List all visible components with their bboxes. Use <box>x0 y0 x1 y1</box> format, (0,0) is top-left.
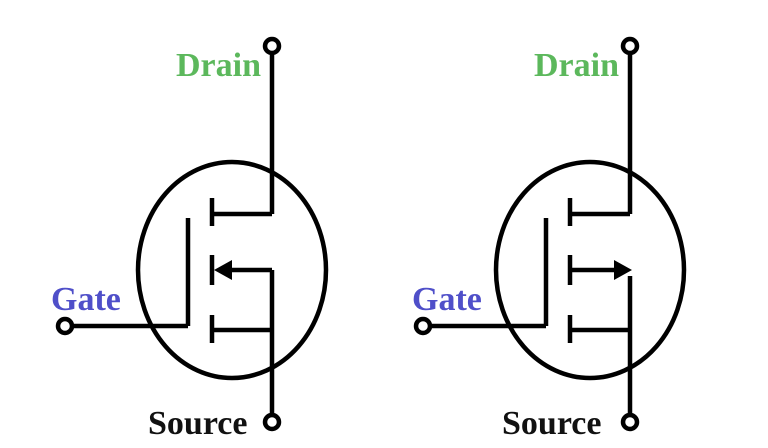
drain-label: Drain <box>176 47 261 84</box>
body-circle <box>135 159 329 381</box>
mosfet-symbol-right <box>413 36 687 432</box>
gate-terminal <box>413 316 433 336</box>
drain-label: Drain <box>534 47 619 84</box>
source-terminal <box>262 412 282 432</box>
source-terminal <box>620 412 640 432</box>
gate-label: Gate <box>51 281 121 318</box>
gate-label: Gate <box>412 281 482 318</box>
drain-terminal <box>620 36 640 56</box>
source-label: Source <box>502 405 601 442</box>
body-arrow-icon <box>214 260 232 280</box>
body-arrow-icon <box>614 260 632 280</box>
drain-terminal <box>262 36 282 56</box>
source-label: Source <box>148 405 247 442</box>
mosfet-labels-left: Drain Gate Source <box>51 47 261 442</box>
body-circle <box>493 159 687 381</box>
mosfet-labels-right: Drain Gate Source <box>412 47 619 442</box>
mosfet-symbol-left <box>55 36 329 432</box>
gate-terminal <box>55 316 75 336</box>
